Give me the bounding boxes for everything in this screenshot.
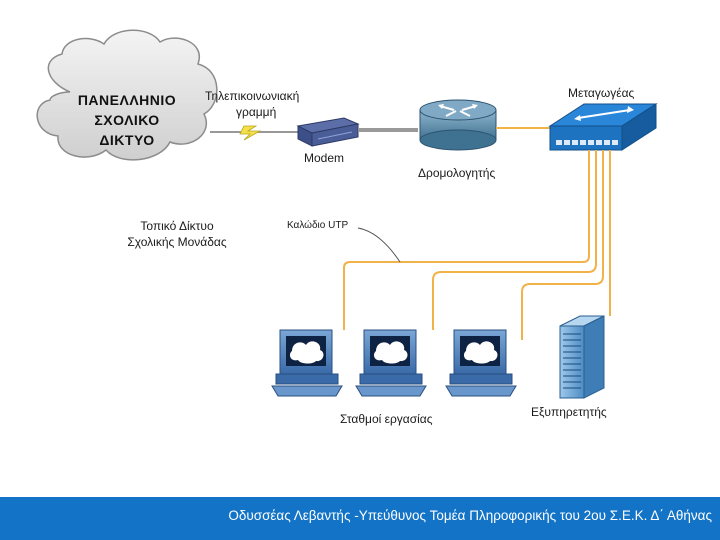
modem-icon <box>296 117 360 147</box>
workstation-icon <box>445 329 517 397</box>
lan-label-2: Σχολικής Μονάδας <box>127 235 227 249</box>
server-label: Εξυπηρετητής <box>531 405 607 419</box>
workstation-icon <box>355 329 427 397</box>
cable-label: Καλώδιο UTP <box>287 220 349 231</box>
lan-label-1: Τοπικό Δίκτυο <box>140 219 214 233</box>
server-icon <box>559 315 605 399</box>
utp-cables <box>343 150 611 340</box>
telecom-label-1: Τηλεπικοινωνιακή <box>205 89 300 103</box>
lightning-icon <box>239 125 262 141</box>
cloud-line-2: ΣΧΟΛΙΚΟ <box>94 112 160 128</box>
telecom-label-2: γραμμή <box>236 105 277 119</box>
footer-bar: Οδυσσέας Λεβαντής -Υπεύθυνος Τομέα Πληρο… <box>0 497 720 540</box>
cloud-line-3: ΔΙΚΤΥΟ <box>99 132 155 148</box>
workstation-icon <box>271 329 343 397</box>
switch-label: Μεταγωγέας <box>568 86 635 100</box>
footer-text: Οδυσσέας Λεβαντής -Υπεύθυνος Τομέα Πληρο… <box>228 508 712 523</box>
modem-label: Modem <box>304 151 345 165</box>
cloud-label: ΠΑΝΕΛΛΗΝΙΟ ΣΧΟΛΙΚΟ ΔΙΚΤΥΟ <box>52 90 202 150</box>
cable-leader <box>357 227 401 263</box>
router-icon <box>419 99 497 151</box>
router-label: Δρομολογητής <box>418 166 496 180</box>
cloud-shape <box>36 29 218 161</box>
cloud-line-1: ΠΑΝΕΛΛΗΝΙΟ <box>77 92 177 108</box>
switch-icon <box>548 103 658 151</box>
network-diagram <box>36 29 658 399</box>
workstations-label: Σταθμοί εργασίας <box>340 412 433 426</box>
